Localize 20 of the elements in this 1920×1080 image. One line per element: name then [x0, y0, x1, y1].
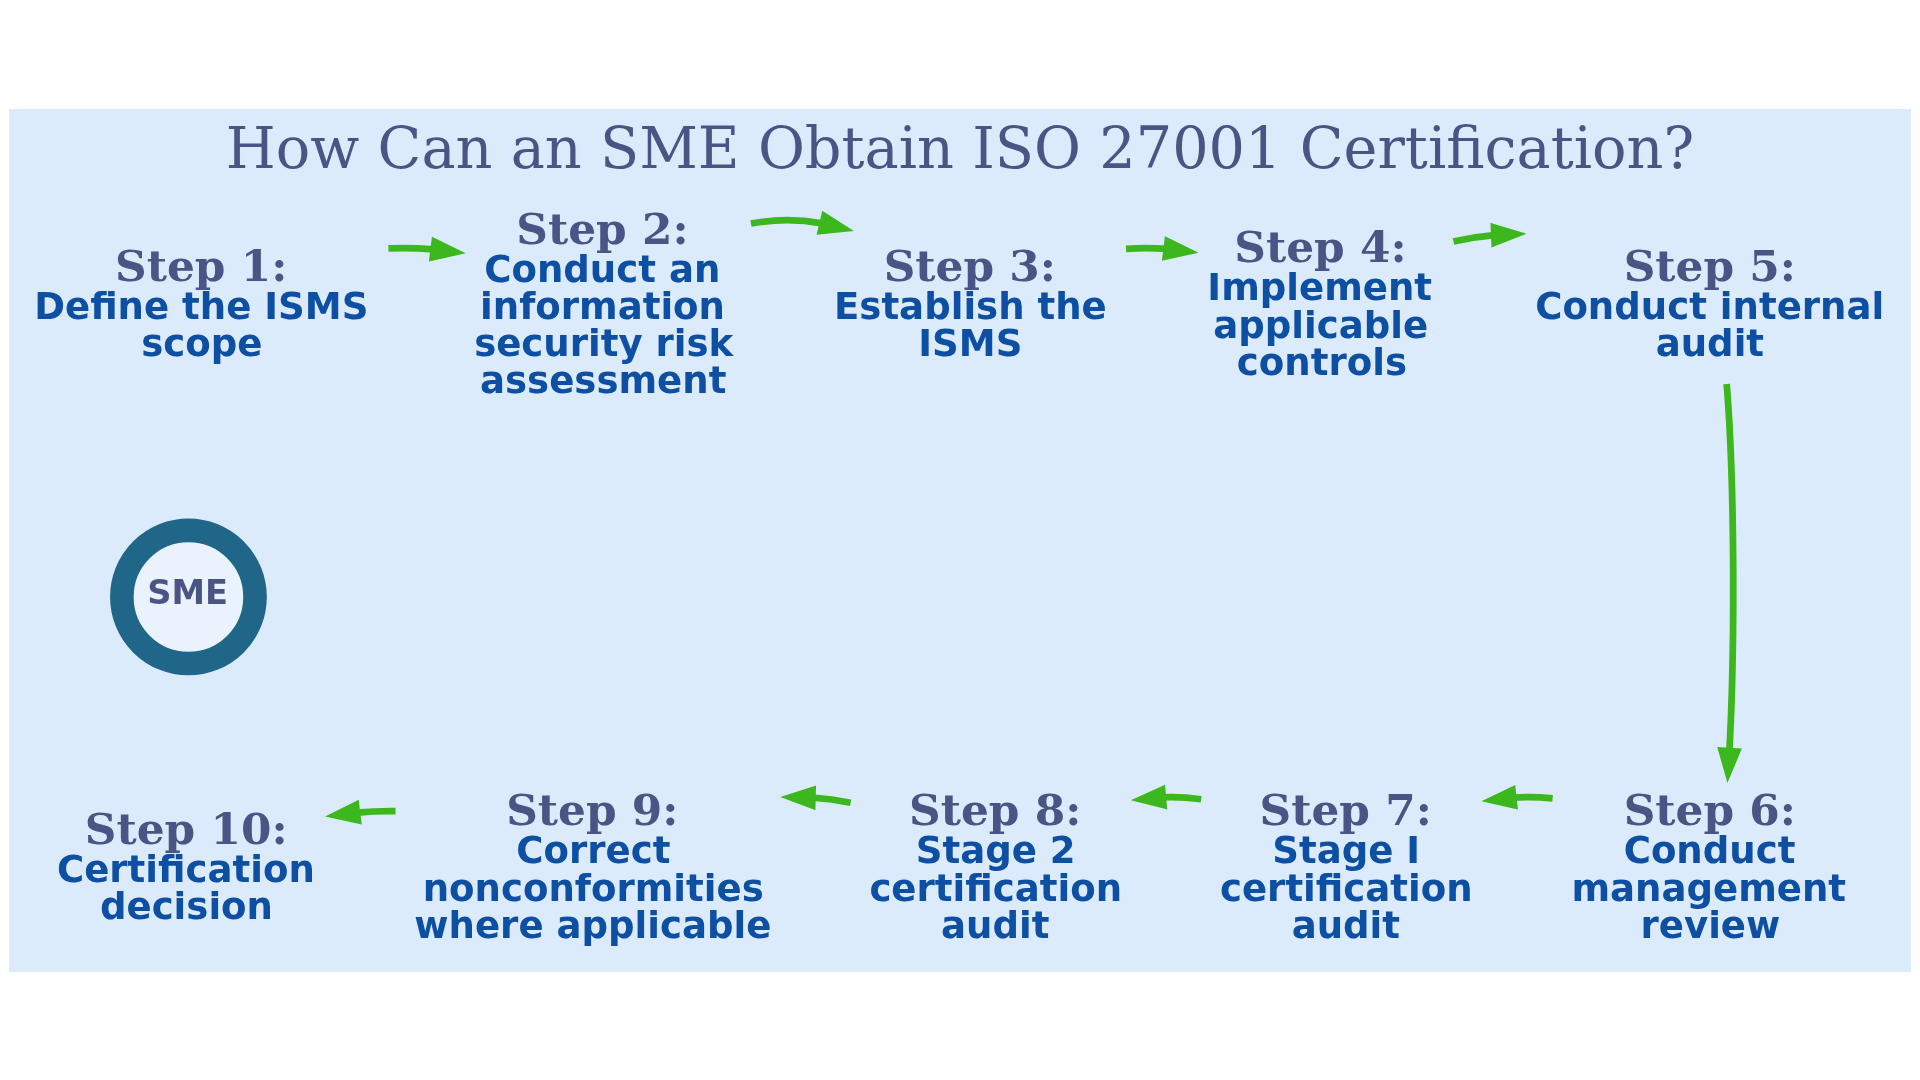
arrow: [1717, 383, 1742, 783]
node-text: Step 3: Establish the ISMS: [834, 239, 1107, 365]
node-text: Step 10: Certification decision: [56, 802, 315, 928]
node-text: Step 2: Conduct an information security risk assessment: [474, 202, 734, 402]
node-text: Step 8: Stage 2 certification audit: [869, 783, 1123, 947]
node-text: Step 7: Stage I certification audit: [1220, 783, 1473, 947]
node-text: Step 9: Correct nonconformities where applicable: [414, 783, 772, 947]
node-text: Step 4: Implement applicable controls: [1207, 220, 1433, 384]
node-text: Step 5: Conduct internal audit: [1535, 239, 1885, 365]
arrow: [1452, 222, 1527, 248]
node-text: Step 6: Conduct management review: [1571, 783, 1847, 947]
arrow: [325, 799, 396, 824]
arrow: [780, 784, 852, 810]
node-text: Step 1: Define the ISMS scope: [34, 239, 369, 365]
node-circle: SME: [110, 518, 267, 675]
diagram-title: How Can an SME Obtain ISO 27001 Certification?: [225, 114, 1695, 182]
arrow: [388, 236, 466, 261]
arrow: [1130, 784, 1202, 809]
arrow: [750, 210, 854, 235]
arrow: [1125, 235, 1199, 261]
